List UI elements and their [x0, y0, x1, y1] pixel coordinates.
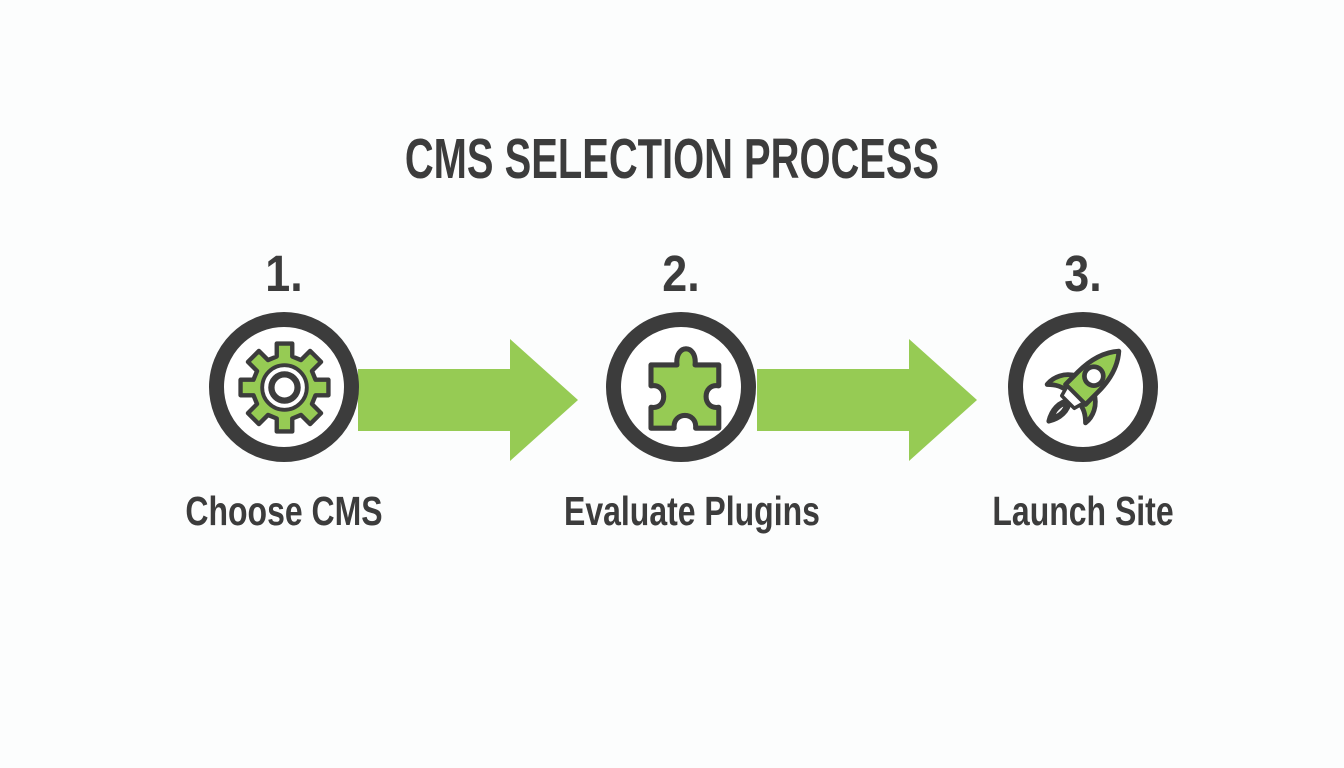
page-title: CMS SELECTION PROCESS — [404, 127, 940, 191]
step-1-label: Choose CMS — [185, 488, 383, 534]
step-2-number: 2. — [662, 245, 700, 302]
puzzle-piece-icon — [647, 345, 721, 431]
step-1-choose-cms: 1. Choose CMS — [134, 247, 434, 534]
step-3-launch-site: 3. Launch Site — [933, 247, 1233, 534]
step-3-circle — [1008, 312, 1158, 462]
step-2-evaluate-plugins: 2. Evaluate Plugins — [531, 247, 831, 534]
step-3-label: Launch Site — [992, 488, 1174, 534]
step-2-circle — [606, 312, 756, 462]
gear-icon — [237, 340, 331, 434]
flow-arrow-right-icon — [358, 339, 578, 461]
step-1-circle — [209, 312, 359, 462]
step-2-label: Evaluate Plugins — [564, 488, 820, 534]
step-3-number: 3. — [1064, 245, 1102, 302]
rocket-icon — [1044, 348, 1122, 426]
flow-arrow-right-icon — [757, 339, 977, 461]
step-1-number: 1. — [265, 245, 303, 302]
